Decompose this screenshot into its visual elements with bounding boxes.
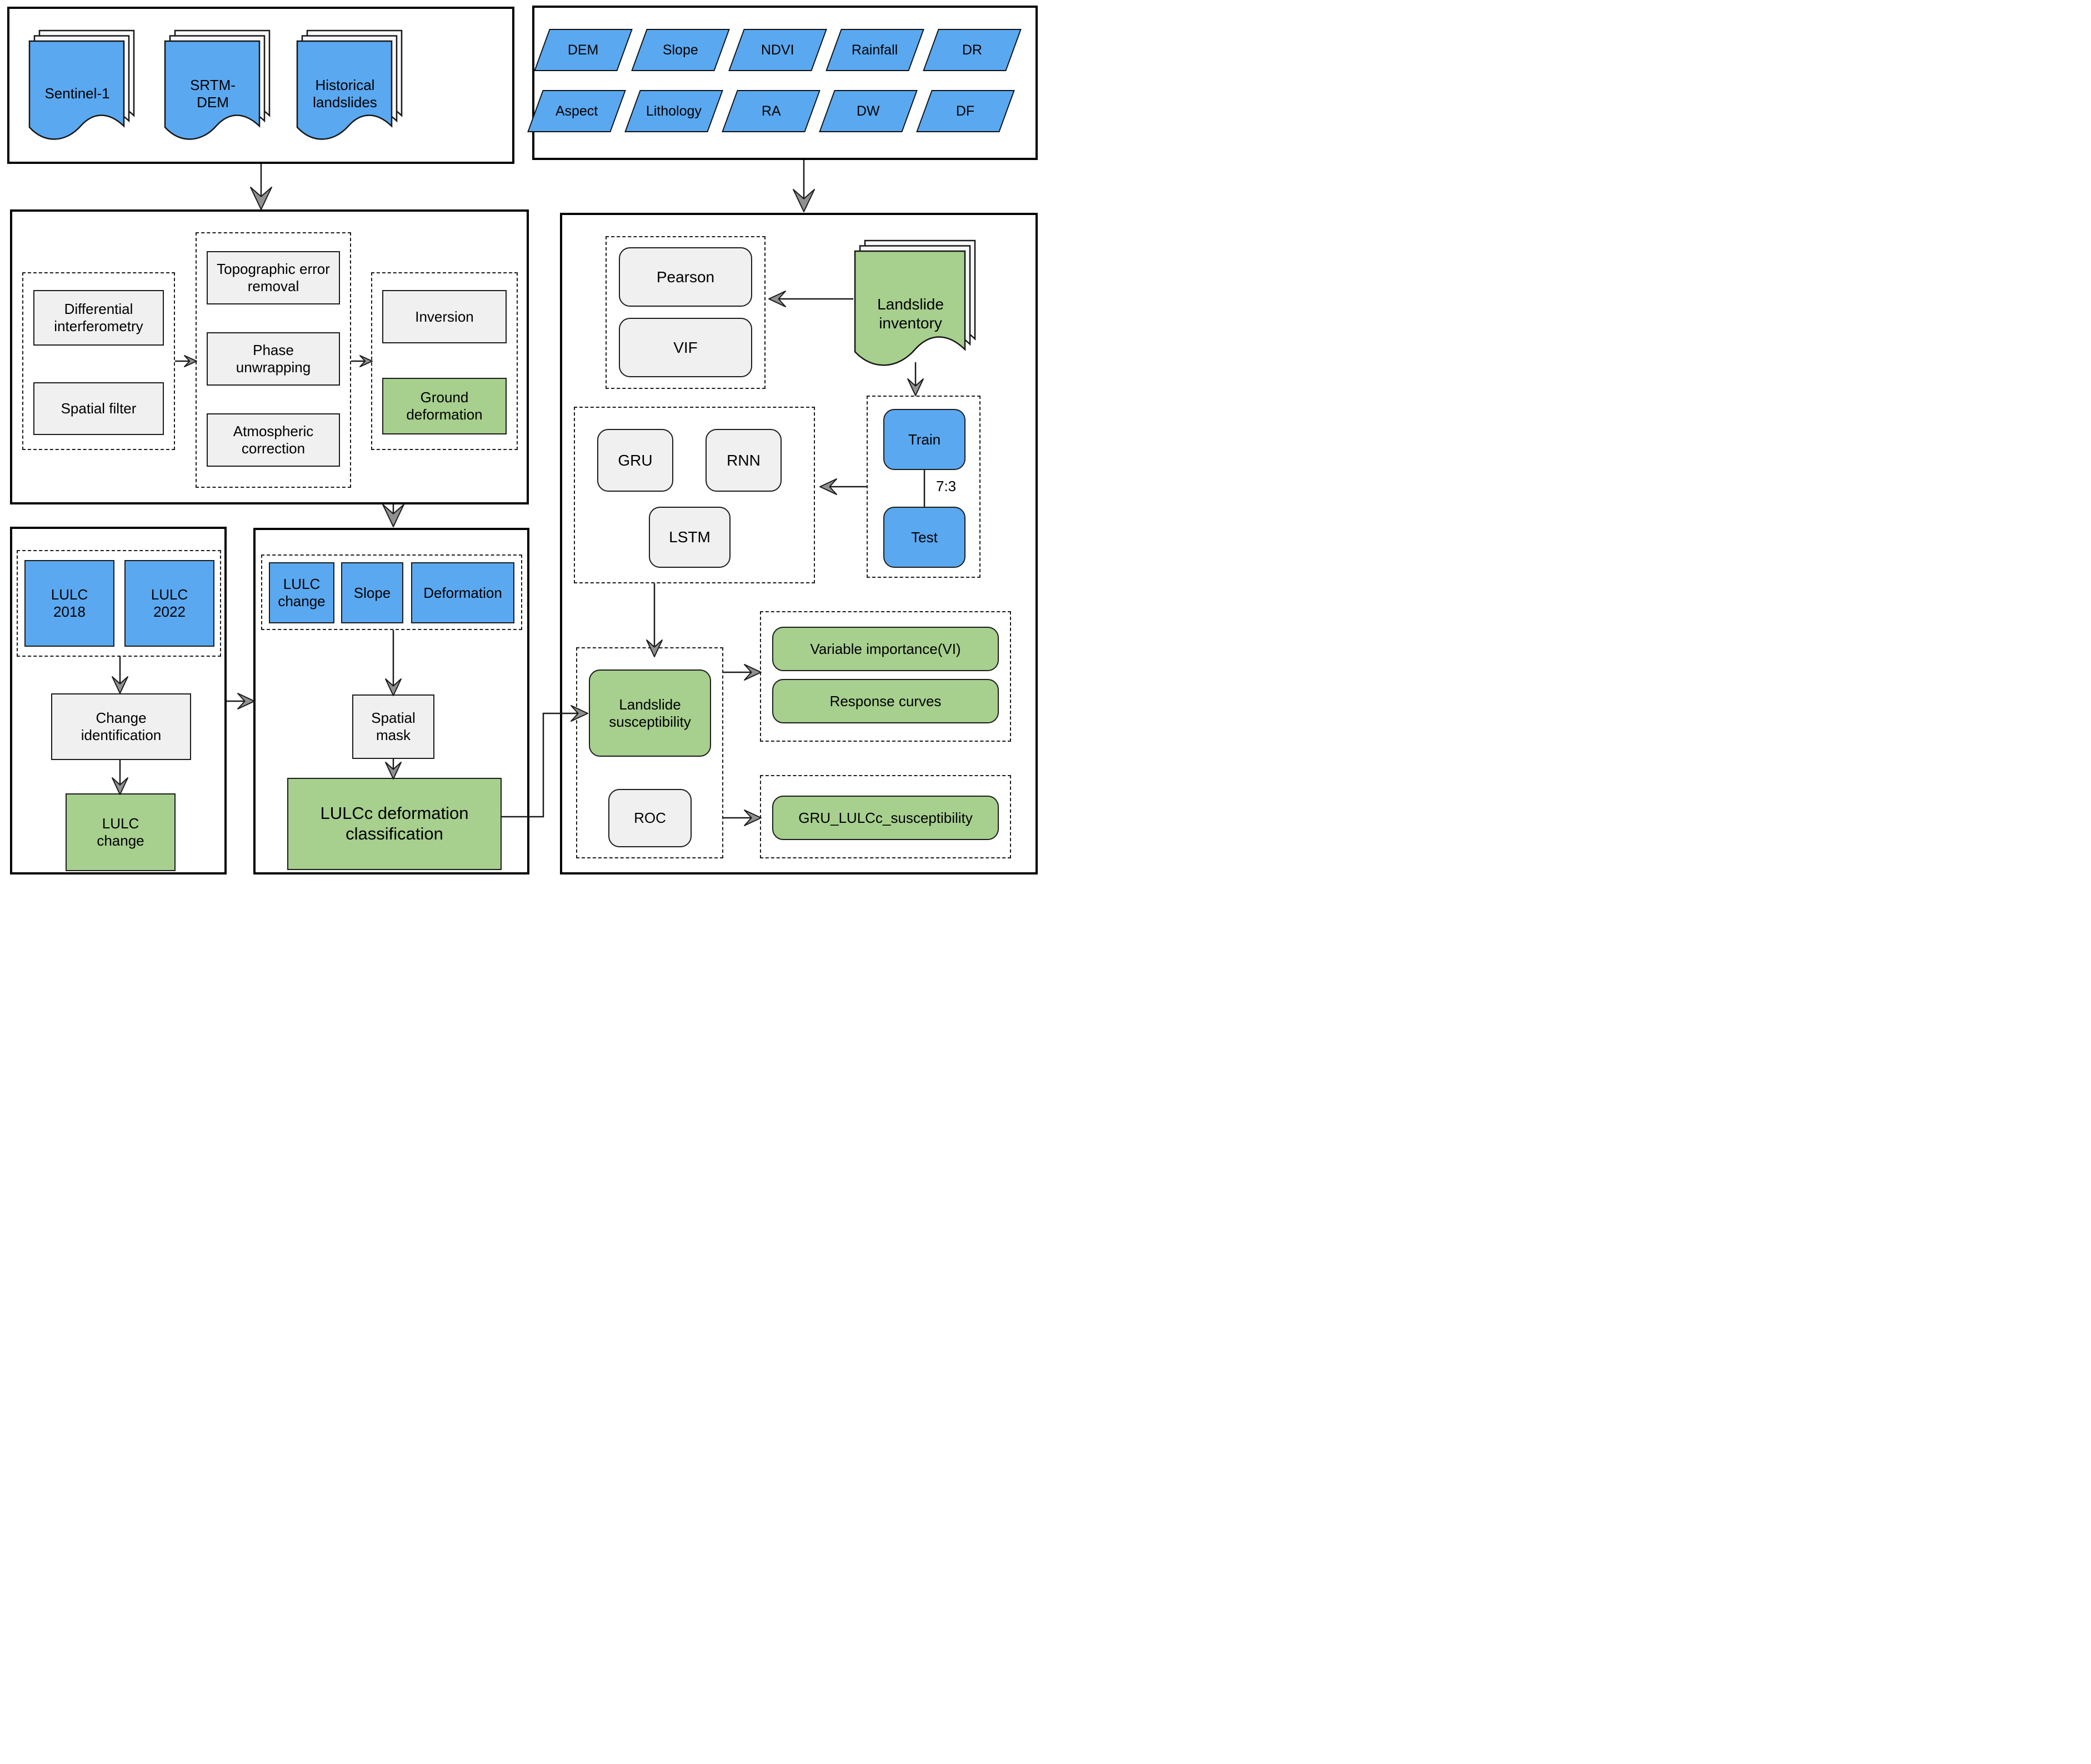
model-rnn: RNN — [706, 429, 782, 492]
factor-dr: DR — [923, 29, 1022, 71]
output-gru-lulcc-susceptibility: GRU_LULCc_susceptibility — [772, 796, 999, 840]
document-srtm-dem: SRTM- DEM — [164, 29, 271, 148]
factor-ndvi: NDVI — [728, 29, 827, 71]
output-lulc-change: LULC change — [66, 793, 176, 871]
factor-label: Aspect — [555, 103, 598, 119]
step-roc: ROC — [608, 789, 692, 847]
data-deformation: Deformation — [411, 562, 514, 623]
group-collinearity-tests — [606, 236, 766, 389]
group-train-test-split — [867, 396, 981, 578]
output-response-curves: Response curves — [772, 679, 999, 723]
group-mask-inputs — [261, 554, 522, 630]
factor-label: DEM — [568, 42, 599, 58]
document-pages-icon — [296, 29, 403, 140]
factor-ra: RA — [722, 90, 821, 132]
methodology-flowchart: { "colors": { "blue": "#5aa8f0", "green"… — [0, 0, 1046, 882]
step-atmospheric-correction: Atmospheric correction — [207, 413, 340, 467]
step-vif: VIF — [619, 318, 752, 377]
factor-aspect: Aspect — [527, 90, 626, 132]
step-change-identification: Change identification — [51, 693, 191, 760]
factor-label: Rainfall — [852, 42, 898, 58]
document-pages-icon — [28, 29, 135, 140]
output-lulcc-deformation-classification: LULCc deformation classification — [287, 778, 502, 870]
step-differential-interferometry: Differential interferometry — [33, 290, 164, 346]
data-lulc-change: LULC change — [269, 562, 334, 623]
factor-lithology: Lithology — [624, 90, 723, 132]
factor-label: NDVI — [761, 42, 794, 58]
document-pages-icon — [164, 29, 271, 140]
step-phase-unwrapping: Phase unwrapping — [207, 332, 340, 386]
step-topographic-error-removal: Topographic error removal — [207, 251, 340, 304]
factor-label: DW — [857, 103, 880, 119]
document-label: Landslide inventory — [877, 296, 944, 332]
factor-label: Lithology — [646, 103, 702, 119]
group-lulc-years — [17, 550, 221, 657]
split-ratio-label: 7:3 — [936, 478, 957, 494]
document-pages-icon — [854, 239, 976, 366]
data-test: Test — [883, 507, 966, 568]
document-label: Sentinel-1 — [44, 85, 110, 102]
data-lulc-2022: LULC 2022 — [124, 560, 214, 647]
document-landslide-inventory: Landslide inventory — [854, 239, 977, 373]
document-historical-landslides: Historical landslides — [296, 29, 403, 148]
factor-label: DF — [956, 103, 975, 119]
output-ground-deformation: Ground deformation — [382, 378, 507, 434]
step-inversion: Inversion — [382, 290, 507, 343]
factor-label: RA — [761, 103, 781, 119]
data-slope: Slope — [341, 562, 403, 623]
step-spatial-mask: Spatial mask — [352, 694, 434, 759]
group-deep-learning-models — [574, 407, 815, 583]
group-interferometry — [22, 272, 175, 450]
factor-label: DR — [962, 42, 983, 58]
step-spatial-filter: Spatial filter — [33, 382, 164, 435]
step-pearson: Pearson — [619, 247, 752, 307]
factor-dw: DW — [819, 90, 918, 132]
factor-label: Slope — [663, 42, 698, 58]
model-gru: GRU — [597, 429, 673, 492]
document-label: SRTM- DEM — [190, 76, 236, 111]
model-lstm: LSTM — [649, 507, 731, 568]
data-lulc-2018: LULC 2018 — [24, 560, 114, 647]
factor-rainfall: Rainfall — [826, 29, 924, 71]
output-landslide-susceptibility: Landslide susceptibility — [589, 669, 711, 757]
output-variable-importance: Variable importance(VI) — [772, 627, 999, 671]
document-label: Historical landslides — [313, 76, 377, 111]
factor-dem: DEM — [534, 29, 633, 71]
data-train: Train — [883, 409, 966, 470]
factor-slope: Slope — [631, 29, 730, 71]
factor-df: DF — [916, 90, 1015, 132]
document-sentinel-1: Sentinel-1 — [28, 29, 136, 148]
